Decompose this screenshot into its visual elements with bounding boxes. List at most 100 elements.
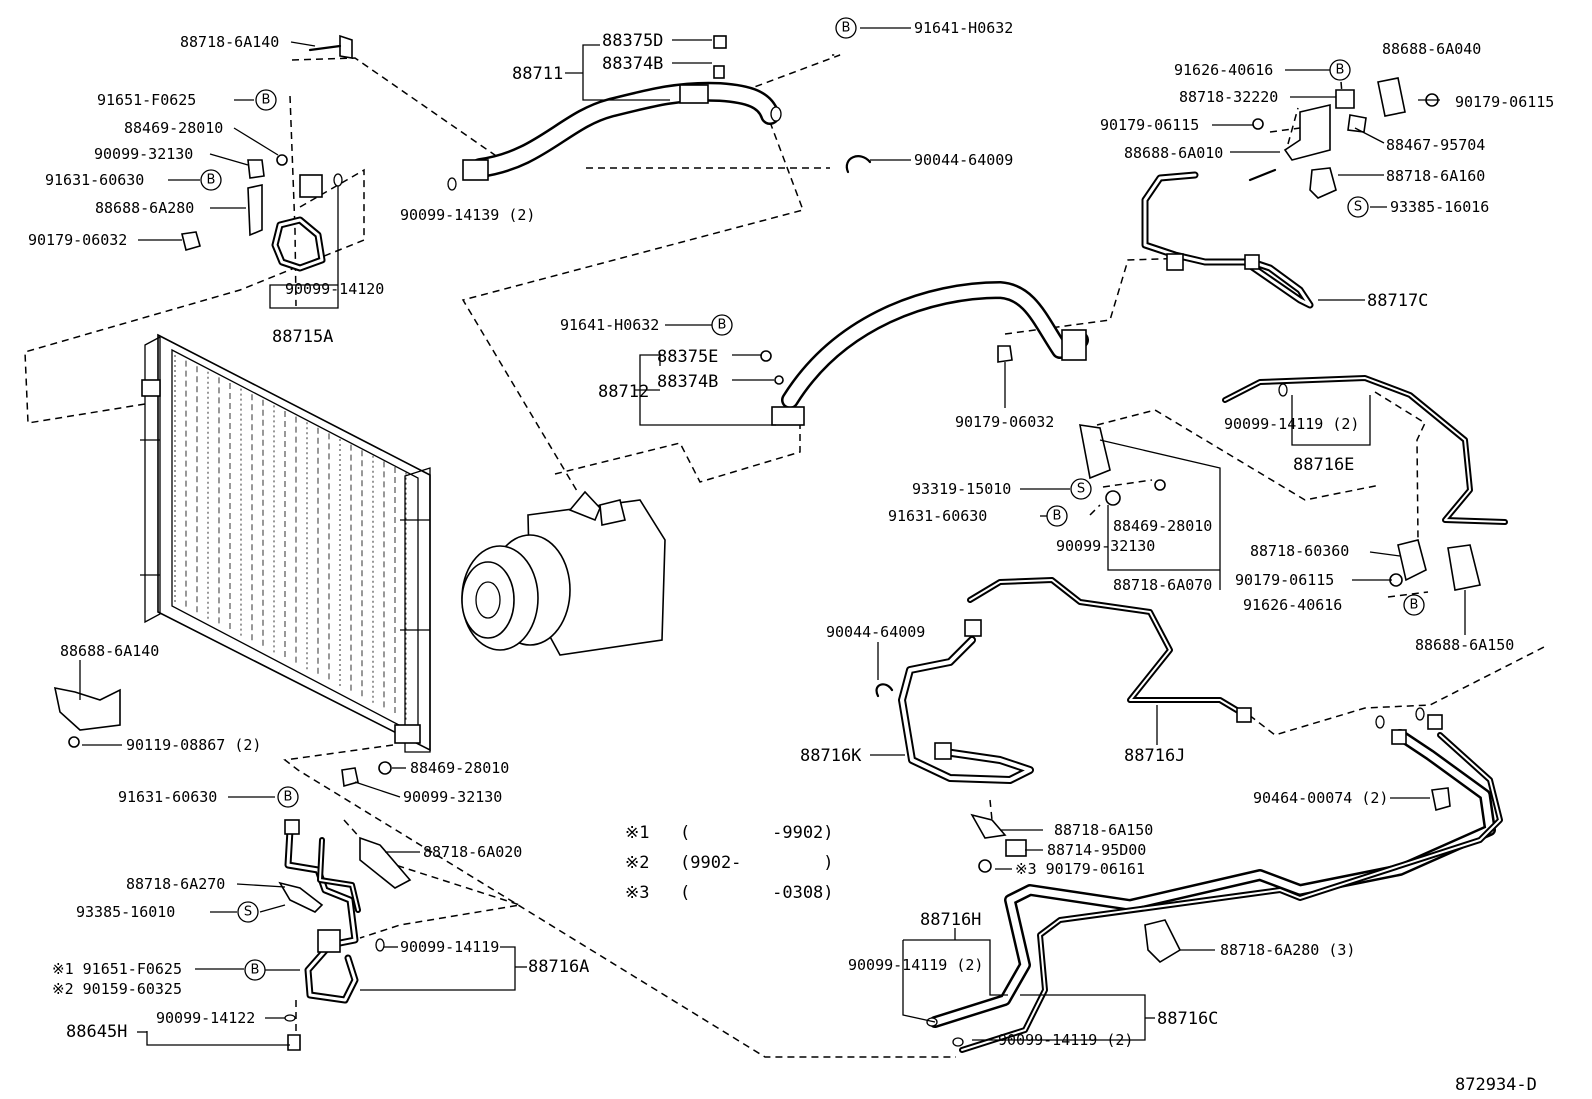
bolt-symbol: B	[1403, 594, 1425, 616]
bolt-symbol: B	[277, 786, 299, 808]
part-label: 88716H	[920, 910, 981, 930]
part-label: 88716C	[1157, 1009, 1218, 1029]
part-label: 93385-16016	[1390, 198, 1489, 216]
part-label: 90099-14119 (2)	[998, 1031, 1133, 1049]
part-label: 91631-60630	[45, 171, 144, 189]
svg-text:B: B	[207, 173, 216, 188]
svg-text:S: S	[1077, 482, 1085, 497]
part-label: 88645H	[66, 1022, 127, 1042]
part-label: 88688-6A150	[1415, 636, 1514, 654]
part-label: 88718-6A140	[180, 33, 279, 51]
bolt-symbol: B	[244, 959, 266, 981]
svg-text:B: B	[718, 318, 727, 333]
part-label: 88688-6A040	[1382, 40, 1481, 58]
part-label: 88718-60360	[1250, 542, 1349, 560]
part-label: 90044-64009	[914, 151, 1013, 169]
part-label: 91641-H0632	[560, 316, 659, 334]
part-label: 90179-06115	[1455, 93, 1554, 111]
note-mark: ※3	[625, 883, 649, 903]
part-label: ※3 90179-06161	[1015, 860, 1145, 878]
condenser-fins	[174, 355, 407, 723]
svg-text:B: B	[1336, 63, 1345, 78]
part-label: 88374B	[657, 372, 718, 392]
part-label: 90099-32130	[403, 788, 502, 806]
pipe-88716K	[898, 619, 1034, 784]
suction-hose-88712	[771, 281, 1089, 426]
bolt-symbol: B	[200, 169, 222, 191]
part-label: 88717C	[1367, 291, 1428, 311]
part-label: 90099-32130	[1056, 537, 1155, 555]
part-label: 88467-95704	[1386, 136, 1485, 154]
note-mark: ※2	[625, 853, 649, 873]
part-label: 90099-14120	[285, 280, 384, 298]
part-label: 88716E	[1293, 455, 1354, 475]
compressor	[461, 490, 666, 656]
part-label: 88715A	[272, 327, 333, 347]
screw-symbol: S	[237, 901, 259, 923]
pipe-88716A	[284, 819, 361, 1004]
bolt-symbol: B	[1329, 59, 1351, 81]
part-label: 88714-95D00	[1047, 841, 1146, 859]
part-label: 90099-14119	[400, 938, 499, 956]
part-label: 91631-60630	[118, 788, 217, 806]
part-label: 88688-6A280	[95, 199, 194, 217]
part-label: 90099-14139 (2)	[400, 206, 535, 224]
screw-symbol: S	[1347, 196, 1369, 218]
fastener-parts	[53, 34, 1481, 1051]
pipe-88715A	[271, 174, 326, 272]
note-mark: ※1	[625, 823, 649, 843]
svg-text:S: S	[244, 905, 252, 920]
bolt-symbol: B	[711, 314, 733, 336]
pipe-88716C-88716H	[929, 714, 1503, 1053]
part-label: 88718-6A070	[1113, 576, 1212, 594]
svg-text:B: B	[1410, 598, 1419, 613]
part-label: 88718-6A280 (3)	[1220, 941, 1355, 959]
part-label: ※1 91651-F0625	[52, 960, 182, 978]
part-label: 88716K	[800, 746, 862, 766]
part-label: 90179-06115	[1100, 116, 1199, 134]
bolt-symbol: B	[255, 89, 277, 111]
part-label: 88711	[512, 64, 563, 84]
pipe-88717C	[1141, 171, 1314, 309]
svg-text:B: B	[842, 21, 851, 36]
part-label: 88718-6A020	[423, 843, 522, 861]
part-label: 88716J	[1124, 746, 1185, 766]
part-label: 91626-40616	[1243, 596, 1342, 614]
part-label: 88374B	[602, 54, 663, 74]
part-label: 88469-28010	[1113, 517, 1212, 535]
part-label: ※2 90159-60325	[52, 980, 182, 998]
condenser-assembly	[140, 333, 431, 753]
bolt-symbol: B	[1046, 505, 1068, 527]
note-range: ( -0308)	[680, 883, 834, 903]
svg-text:B: B	[251, 963, 260, 978]
part-label: 90099-32130	[94, 145, 193, 163]
part-label: 90179-06032	[955, 413, 1054, 431]
pipe-88716E	[1222, 375, 1508, 525]
part-number-labels: 88718-6A140 88711 88375D 88374B 91641-H0…	[28, 19, 1554, 1049]
part-label: 93385-16010	[76, 903, 175, 921]
part-label: 88718-32220	[1179, 88, 1278, 106]
svg-text:S: S	[1354, 200, 1362, 215]
leader-lines	[79, 27, 1466, 1046]
circled-symbols: B B B B B S S B B B S B	[200, 17, 1425, 981]
svg-text:B: B	[284, 790, 293, 805]
part-label: 91631-60630	[888, 507, 987, 525]
svg-text:B: B	[1053, 509, 1062, 524]
part-label: 90179-06115	[1235, 571, 1334, 589]
note-range: ( -9902)	[680, 823, 834, 843]
part-label: 90099-14122	[156, 1009, 255, 1027]
part-label: 88375D	[602, 31, 663, 51]
part-label: 91626-40616	[1174, 61, 1273, 79]
part-label: 88688-6A010	[1124, 144, 1223, 162]
part-label: 90464-00074 (2)	[1253, 789, 1388, 807]
part-label: 88718-6A160	[1386, 167, 1485, 185]
part-label: 88688-6A140	[60, 642, 159, 660]
screw-symbol: S	[1070, 478, 1092, 500]
part-label: 88718-6A150	[1054, 821, 1153, 839]
part-label: 91641-H0632	[914, 19, 1013, 37]
part-label: 88375E	[657, 347, 718, 367]
part-label: 90099-14119 (2)	[1224, 415, 1359, 433]
part-label: 91651-F0625	[97, 91, 196, 109]
